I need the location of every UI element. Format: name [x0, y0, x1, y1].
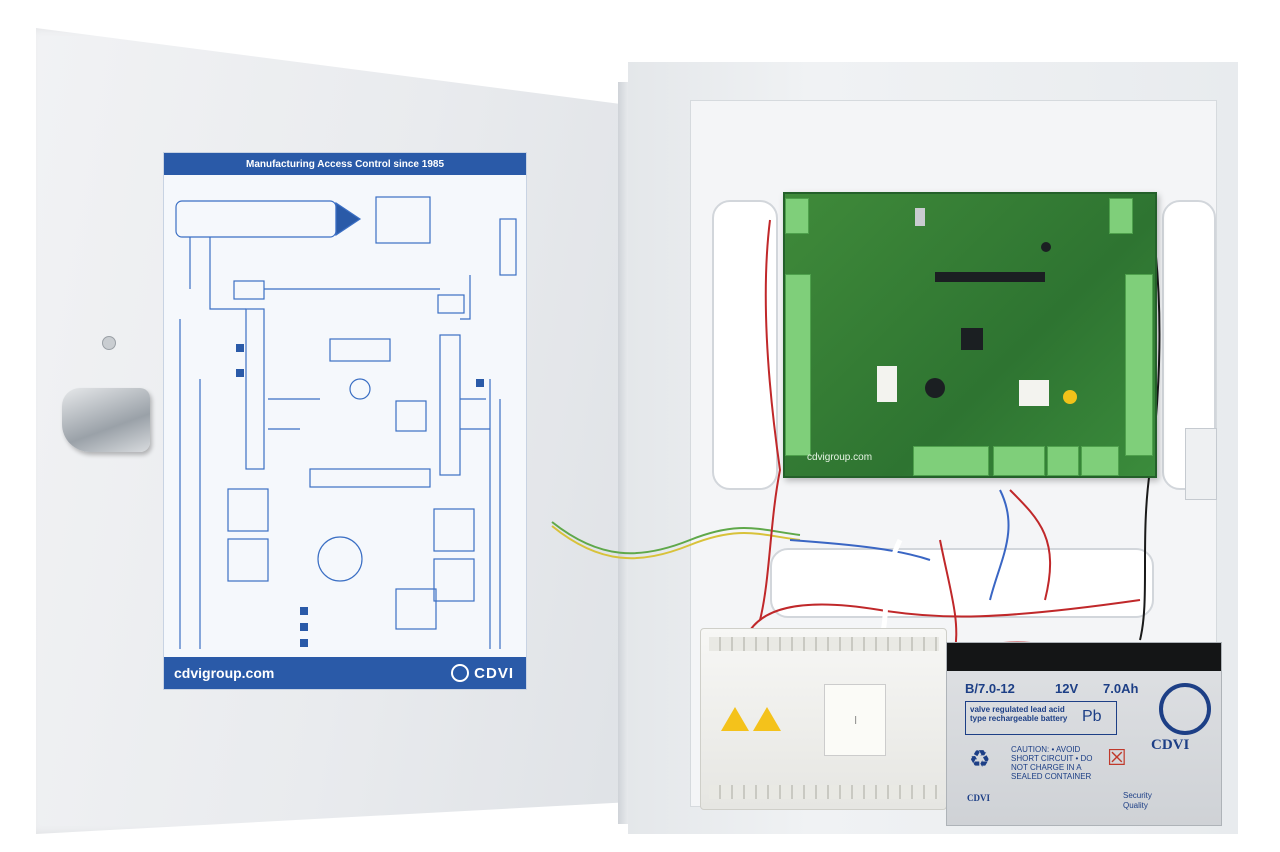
cdvi-ring-icon	[451, 664, 470, 682]
sheet-brand-text: CDVI	[474, 664, 514, 682]
door-screw-icon	[102, 336, 116, 350]
sheet-footer: cdvigroup.com CDVI	[164, 657, 526, 689]
terminal-block[interactable]	[1109, 198, 1133, 234]
terminal-block[interactable]	[785, 274, 811, 456]
battery-type-box: valve regulated lead acid type rechargea…	[965, 701, 1117, 735]
backup-battery: B/7.0-12 12V 7.0Ah valve regulated lead …	[946, 642, 1222, 826]
high-voltage-icon	[753, 707, 781, 731]
capacitor	[915, 208, 925, 226]
sheet-brand-logo: CDVI	[451, 664, 514, 682]
battery-model: B/7.0-12	[965, 681, 1015, 696]
warning-triangle-icon	[721, 707, 749, 731]
terminal-block[interactable]	[913, 446, 989, 476]
psu-label: —	[824, 684, 886, 756]
access-control-board: cdvigroup.com	[783, 192, 1157, 478]
psu-terminals[interactable]	[709, 785, 939, 799]
battery-brand-footer: CDVI	[967, 793, 991, 803]
mount-hole	[1041, 242, 1051, 252]
battery-type: valve regulated lead acid type rechargea…	[970, 705, 1068, 723]
terminal-block[interactable]	[993, 446, 1045, 476]
battery-security: Security	[1123, 791, 1152, 800]
battery-caution: CAUTION: • AVOID SHORT CIRCUIT • DO NOT …	[1011, 745, 1093, 781]
board-brand-text: cdvigroup.com	[807, 452, 873, 463]
terminal-block[interactable]	[1047, 446, 1079, 476]
coin-cell	[1063, 390, 1077, 404]
terminal-block[interactable]	[785, 198, 809, 234]
sheet-header: Manufacturing Access Control since 1985	[164, 153, 526, 175]
crossed-bin-icon: ☒	[1107, 745, 1127, 770]
battery-chemistry: Pb	[1082, 708, 1102, 725]
pin-header	[935, 272, 1045, 282]
relay	[877, 366, 897, 402]
recycle-icon: ♻	[969, 746, 991, 773]
cdvi-logo-icon	[1159, 683, 1211, 735]
terminal-block[interactable]	[1081, 446, 1119, 476]
battery-brand-logo-text: CDVI	[1151, 737, 1190, 753]
tamper-bracket	[1185, 428, 1217, 500]
terminal-block[interactable]	[1125, 274, 1153, 456]
microcontroller-chip	[961, 328, 983, 350]
wiring-diagram	[175, 196, 517, 649]
battery-quality: Quality	[1123, 801, 1148, 810]
battery-top	[947, 643, 1221, 671]
door-latch-icon[interactable]	[62, 388, 150, 452]
power-supply-unit: —	[700, 628, 947, 810]
battery-voltage: 12V	[1055, 681, 1079, 696]
sheet-website: cdvigroup.com	[174, 665, 275, 681]
psu-terminals[interactable]	[709, 637, 939, 651]
buzzer	[925, 378, 945, 398]
wiring-diagram-sheet: Manufacturing Access Control since 1985	[163, 152, 527, 690]
relay	[1019, 380, 1049, 406]
battery-capacity: 7.0Ah	[1103, 681, 1139, 696]
